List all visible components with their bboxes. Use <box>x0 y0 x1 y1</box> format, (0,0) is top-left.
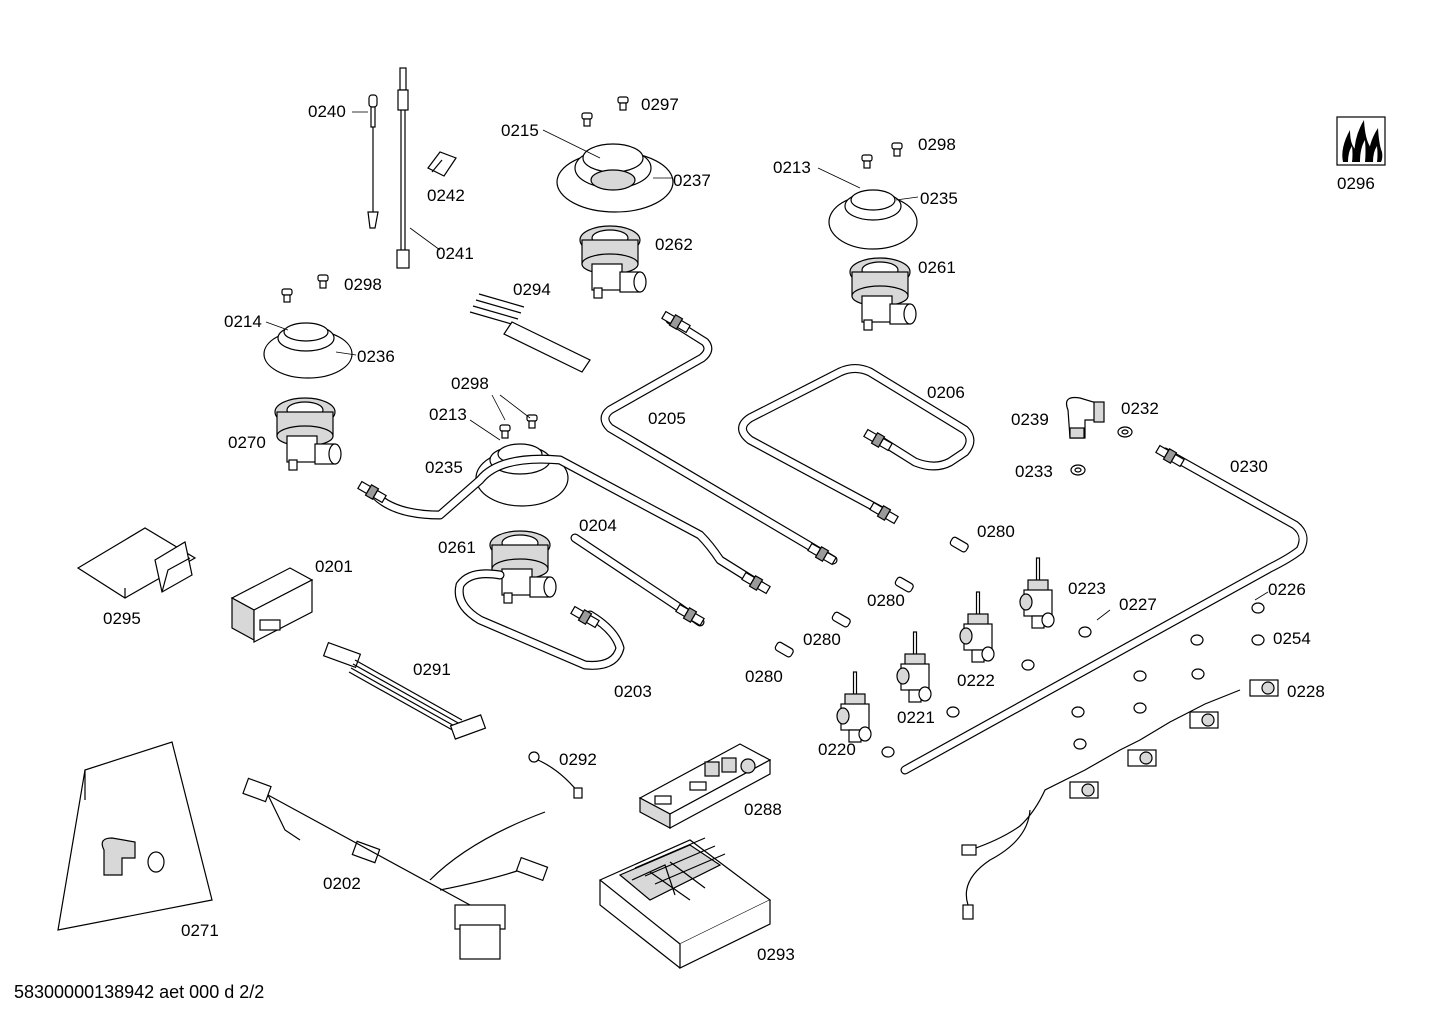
document-id: 58300000138942 aet 000 d 2/2 <box>14 982 265 1002</box>
part-label-0298-left: 0298 <box>344 275 382 294</box>
part-label-0242: 0242 <box>427 186 465 205</box>
part-label-0205: 0205 <box>648 409 686 428</box>
thermocouple-0240 <box>367 94 379 229</box>
burner-0270 <box>274 397 342 471</box>
part-label-0213-center: 0213 <box>429 405 467 424</box>
burner-cap-0236 <box>263 322 353 379</box>
gas-pipe-0203 <box>454 533 706 670</box>
part-label-0237: 0237 <box>673 171 711 190</box>
burner-ring-0215 <box>556 143 674 213</box>
part-label-0202: 0202 <box>323 874 361 893</box>
part-label-0241: 0241 <box>436 244 474 263</box>
part-label-0298-right: 0298 <box>918 135 956 154</box>
part-label-0223: 0223 <box>1068 579 1106 598</box>
wiring-harness-0202 <box>242 777 549 960</box>
part-label-0230: 0230 <box>1230 457 1268 476</box>
part-label-0206: 0206 <box>927 383 965 402</box>
tray-0293 <box>598 837 772 969</box>
ignition-harness-0228 <box>961 679 1279 920</box>
burner-0261-center <box>489 530 557 604</box>
part-label-0203: 0203 <box>614 682 652 701</box>
package-0271 <box>57 741 213 931</box>
part-label-0239: 0239 <box>1011 410 1049 429</box>
injector-0280-d <box>774 641 794 658</box>
part-label-0236: 0236 <box>357 347 395 366</box>
part-label-0280-b: 0280 <box>867 591 905 610</box>
part-label-0220: 0220 <box>818 740 856 759</box>
leader-lines <box>265 111 1269 621</box>
part-label-0261-center: 0261 <box>438 538 476 557</box>
bracket-0295 <box>76 527 197 599</box>
part-label-0280-c: 0280 <box>803 630 841 649</box>
part-label-0261-right: 0261 <box>918 258 956 277</box>
part-label-0232: 0232 <box>1121 399 1159 418</box>
part-label-0204: 0204 <box>579 516 617 535</box>
part-label-0262: 0262 <box>655 235 693 254</box>
gas-pipe-0206 <box>738 364 975 526</box>
part-label-0294: 0294 <box>513 280 551 299</box>
part-label-0254: 0254 <box>1273 629 1311 648</box>
gas-flame-icon <box>1336 116 1386 166</box>
injector-0280-c <box>831 611 851 628</box>
part-label-0227: 0227 <box>1119 595 1157 614</box>
ground-wire-0292 <box>528 751 583 799</box>
part-label-0215: 0215 <box>501 121 539 140</box>
valve-0223 <box>1019 557 1055 629</box>
part-label-0292: 0292 <box>559 750 597 769</box>
part-label-0270: 0270 <box>228 433 266 452</box>
part-label-0288: 0288 <box>744 800 782 819</box>
circuit-board-0288 <box>638 743 772 830</box>
injector-0280-a <box>949 536 969 553</box>
ignition-electrode-0241 <box>396 67 410 269</box>
part-label-0298-center: 0298 <box>451 374 489 393</box>
burner-0262 <box>579 225 647 299</box>
part-label-0235-center: 0235 <box>425 458 463 477</box>
burner-cap-0235-right <box>828 189 918 250</box>
part-label-0293: 0293 <box>757 945 795 964</box>
gas-pipe-0204 <box>356 454 772 596</box>
part-label-0222: 0222 <box>957 671 995 690</box>
clip-0242 <box>427 151 457 177</box>
part-label-0228: 0228 <box>1287 682 1325 701</box>
wire-bundle-0294 <box>469 293 591 373</box>
gas-pipe-0205 <box>600 309 838 567</box>
part-label-0295: 0295 <box>103 609 141 628</box>
part-label-0221: 0221 <box>897 708 935 727</box>
part-label-0235-right: 0235 <box>920 189 958 208</box>
gas-pipe-0230 <box>900 443 1308 775</box>
part-label-0291: 0291 <box>413 660 451 679</box>
part-label-0201: 0201 <box>315 557 353 576</box>
valve-0221 <box>896 631 932 703</box>
ignition-module-0201 <box>230 567 314 643</box>
part-label-0280-d: 0280 <box>745 667 783 686</box>
injector-0280-b <box>894 576 914 593</box>
part-label-0226: 0226 <box>1268 580 1306 599</box>
burner-0261-right <box>849 257 917 331</box>
cable-0291 <box>322 641 487 740</box>
part-label-0296: 0296 <box>1337 174 1375 193</box>
part-label-0213-right: 0213 <box>773 158 811 177</box>
part-label-0280-a: 0280 <box>977 522 1015 541</box>
part-label-0271: 0271 <box>181 921 219 940</box>
part-label-0214: 0214 <box>224 312 262 331</box>
part-label-0240: 0240 <box>308 102 346 121</box>
part-label-0233: 0233 <box>1015 462 1053 481</box>
elbow-0239 <box>1065 396 1105 439</box>
valve-0220 <box>836 671 872 743</box>
valve-0222 <box>959 591 995 663</box>
part-label-0297: 0297 <box>641 95 679 114</box>
